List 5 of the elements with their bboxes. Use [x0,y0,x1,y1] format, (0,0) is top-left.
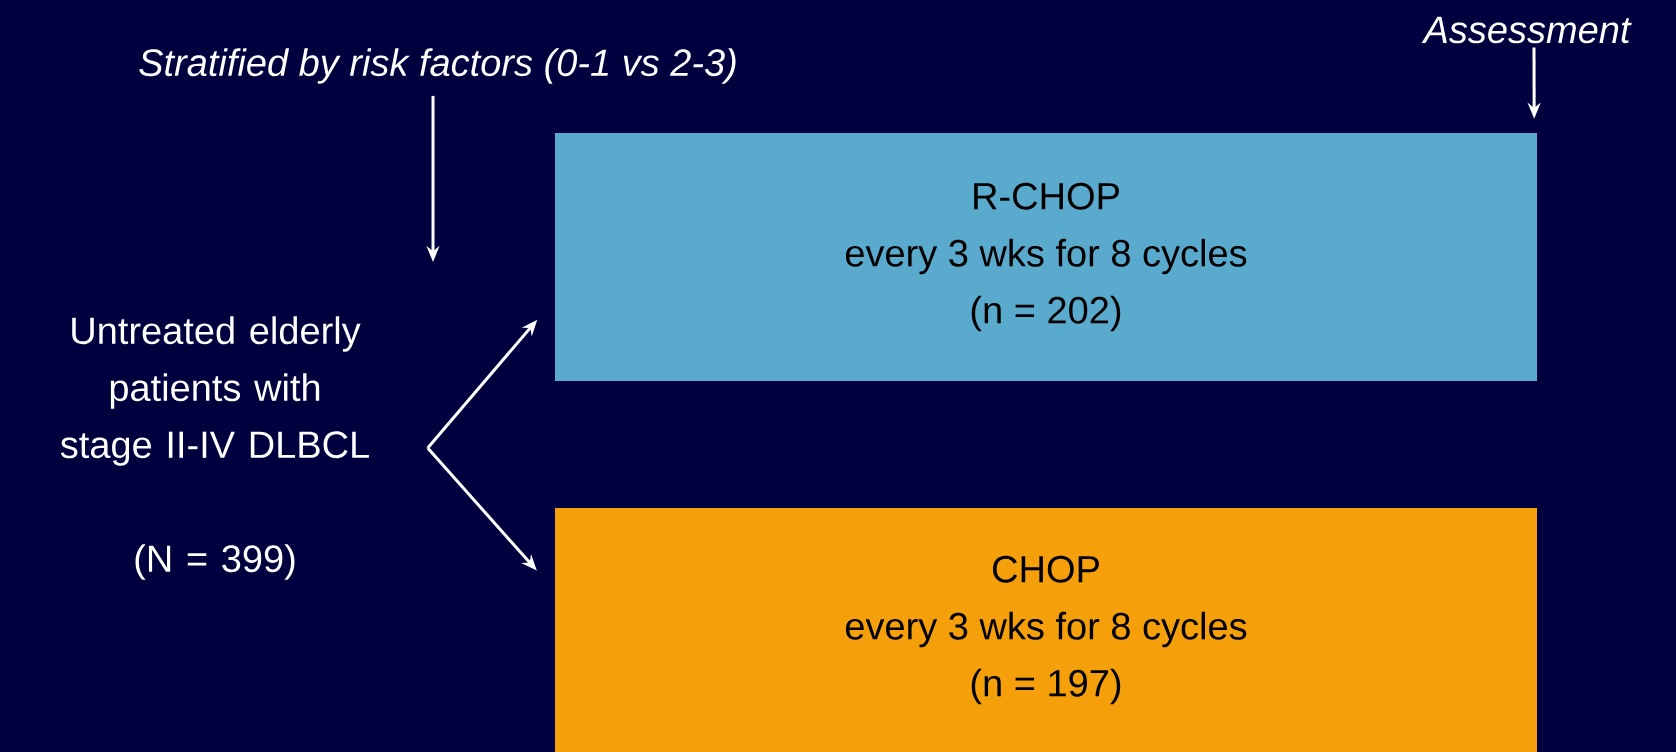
annotation-text: Assessment [1421,16,1632,44]
arm-box: CHOP every 3 wks for 8 cycles (n = 197) [555,508,1537,752]
arm-box: R-CHOP every 3 wks for 8 cycles (n = 202) [555,133,1537,381]
cohort-text: Untreated elderly patients with stage II-IV DLBCL (N = 399) [60,316,369,580]
annotation-text: Stratified by risk factors (0-1 vs 2-3) [139,48,736,84]
